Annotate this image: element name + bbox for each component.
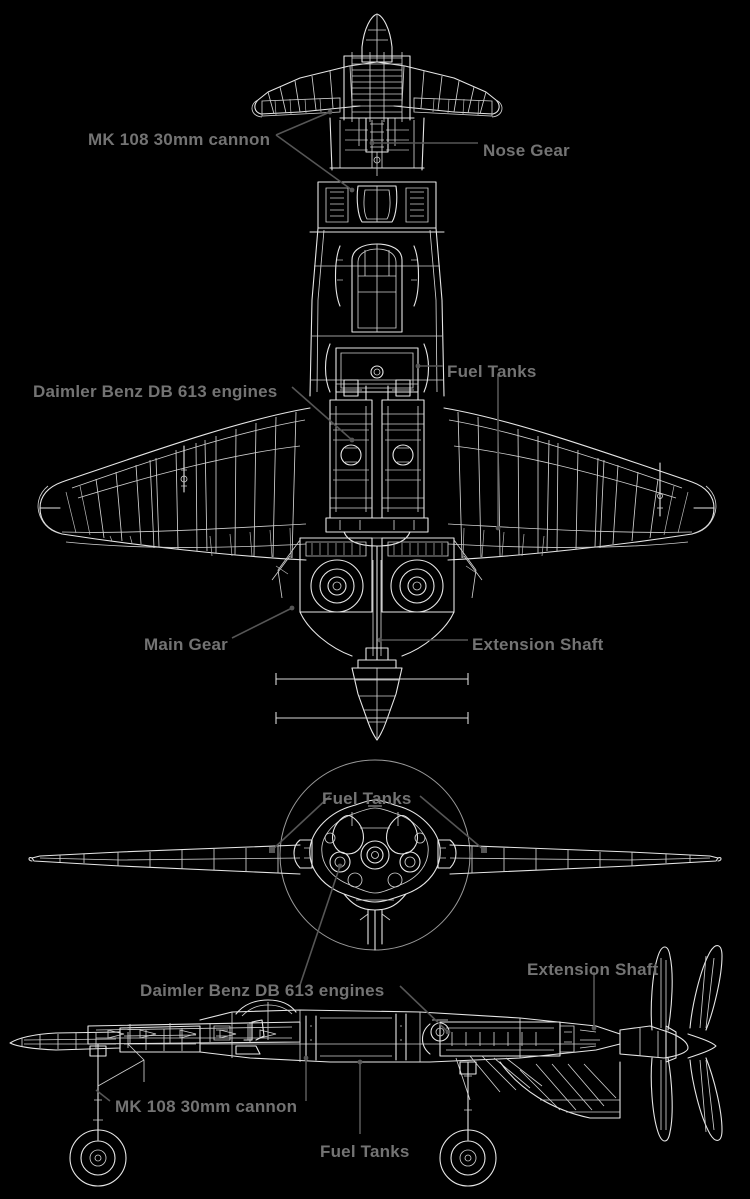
nose-gear-bay bbox=[365, 117, 389, 176]
label-fuel-tanks-top: Fuel Tanks bbox=[447, 362, 537, 381]
side-ventral-fin bbox=[499, 1061, 621, 1119]
label-mk108-cannon-top: MK 108 30mm cannon bbox=[88, 130, 271, 149]
vertical-stabilizer-top bbox=[361, 13, 393, 63]
fuselage-plan-outline bbox=[309, 227, 445, 397]
rear-fuselage-structure bbox=[329, 52, 425, 171]
side-propeller bbox=[619, 945, 723, 1142]
label-mk108-cannon-side: MK 108 30mm cannon bbox=[115, 1097, 298, 1116]
cockpit-canopy bbox=[334, 243, 420, 333]
front-fuselage-engine-detail bbox=[293, 799, 457, 911]
top-view-leaders bbox=[231, 109, 501, 643]
label-fuel-tanks-front: Fuel Tanks bbox=[322, 789, 412, 808]
front-view-leaders bbox=[269, 795, 487, 986]
side-view-leaders bbox=[95, 972, 597, 1134]
side-view-group bbox=[9, 945, 723, 1187]
horizontal-tailplane bbox=[251, 61, 503, 118]
side-fuselage bbox=[199, 999, 621, 1101]
nose-cone-plan bbox=[351, 667, 403, 741]
front-right-wing bbox=[449, 844, 722, 875]
label-extension-shaft-top: Extension Shaft bbox=[472, 635, 604, 654]
top-view-group bbox=[37, 13, 717, 741]
label-main-gear: Main Gear bbox=[144, 635, 228, 654]
label-fuel-tanks-side: Fuel Tanks bbox=[320, 1142, 410, 1161]
front-view-group bbox=[28, 759, 722, 986]
label-db613-engines-side: Daimler Benz DB 613 engines bbox=[140, 981, 385, 1000]
label-nose-gear: Nose Gear bbox=[483, 141, 570, 160]
label-extension-shaft-side: Extension Shaft bbox=[527, 960, 659, 979]
right-wing-plan bbox=[443, 407, 717, 561]
left-wing-plan bbox=[37, 407, 311, 561]
dimension-lines bbox=[275, 673, 469, 724]
front-left-wing bbox=[28, 844, 301, 875]
label-db613-engines-top: Daimler Benz DB 613 engines bbox=[33, 382, 278, 401]
side-main-gear-right bbox=[439, 1061, 497, 1187]
front-prop-shaft bbox=[359, 909, 391, 951]
db613-engines-plan bbox=[325, 379, 429, 547]
